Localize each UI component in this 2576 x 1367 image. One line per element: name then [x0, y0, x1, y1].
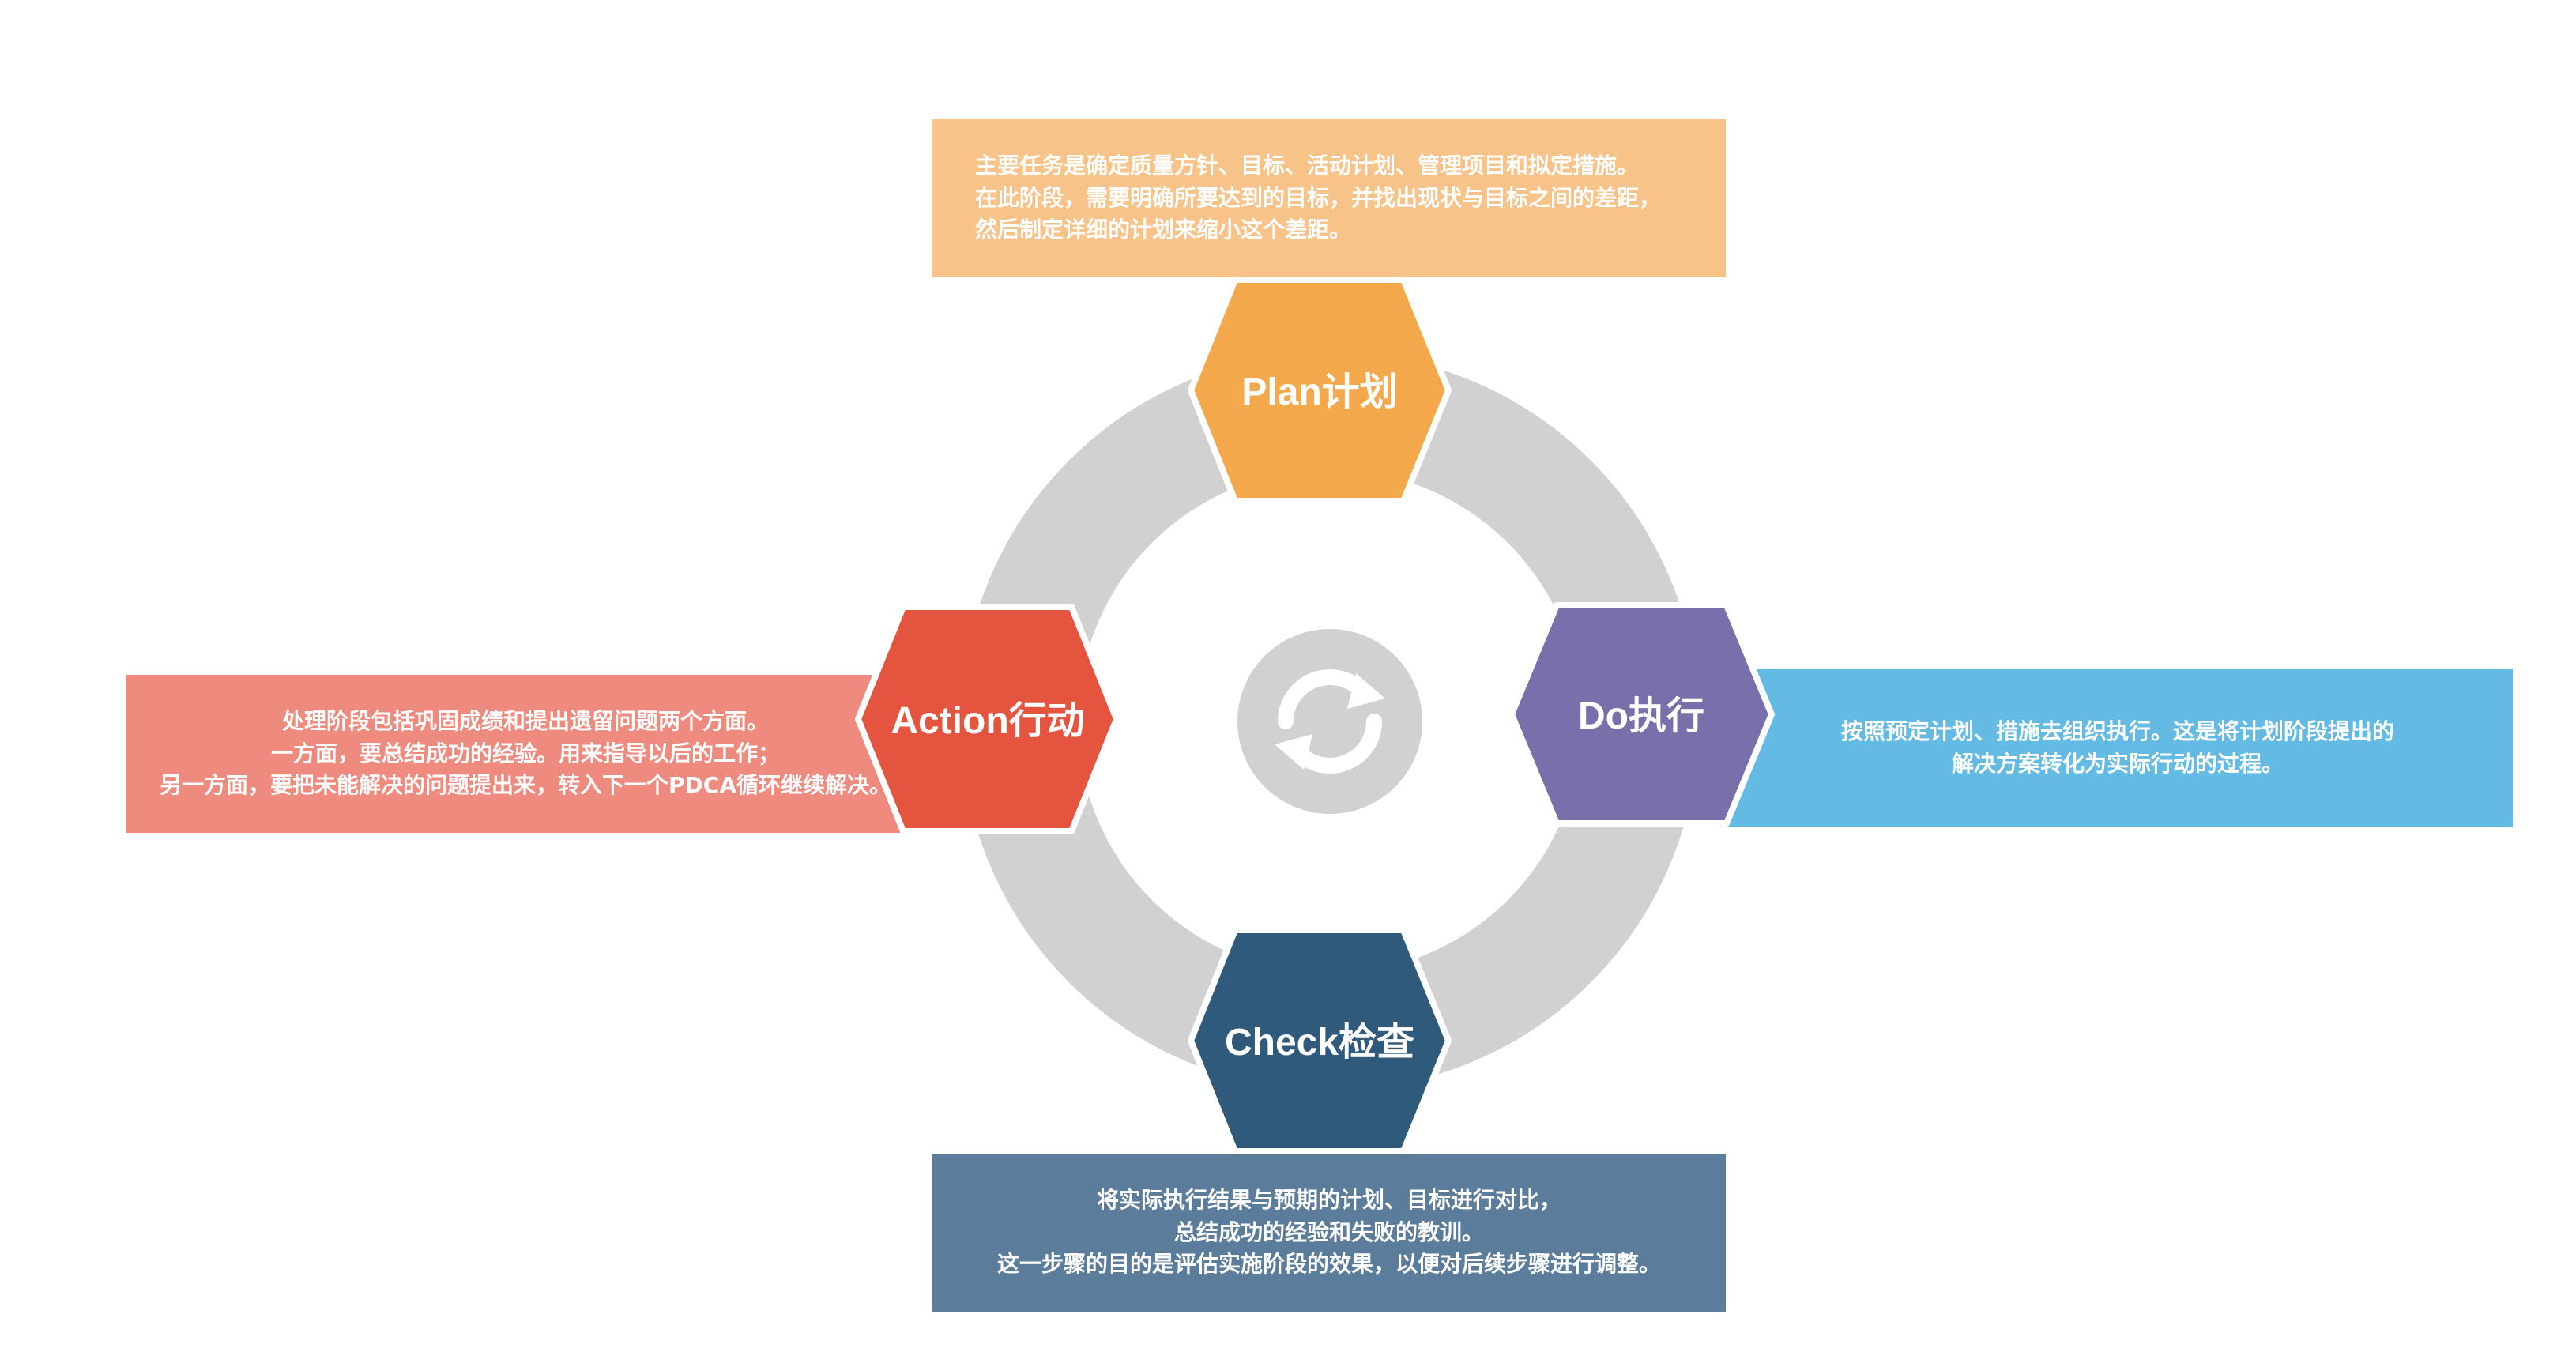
- action-description-line: 处理阶段包括巩固成绩和提出遗留问题两个方面。: [281, 708, 769, 735]
- check-label: Check检查: [1225, 1022, 1414, 1064]
- check-description-line: 将实际执行结果与预期的计划、目标进行对比，: [1096, 1187, 1561, 1214]
- action-description-line: 另一方面，要把未能解决的问题提出来，转入下一个PDCA循环继续解决。: [160, 772, 891, 799]
- do-description-line: 按照预定计划、措施去组织执行。这是将计划阶段提出的: [1840, 718, 2394, 745]
- action-description-line: 一方面，要总结成功的经验。用来指导以后的工作；: [270, 740, 780, 766]
- plan-description-line: 然后制定详细的计划来缩小这个差距。: [975, 217, 1352, 243]
- check-description-box: 将实际执行结果与预期的计划、目标进行对比， 总结成功的经验和失败的教训。 这一步…: [932, 1154, 1726, 1312]
- plan-description-line: 主要任务是确定质量方针、目标、活动计划、管理项目和拟定措施。: [975, 153, 1640, 179]
- plan-label: Plan计划: [1241, 371, 1397, 413]
- check-hexagon: Check检查: [1188, 927, 1452, 1154]
- action-description-box: 处理阶段包括巩固成绩和提出遗留问题两个方面。 一方面，要总结成功的经验。用来指导…: [126, 675, 925, 833]
- do-description-line: 解决方案转化为实际行动的过程。: [1951, 751, 2284, 777]
- do-hexagon: Do执行: [1508, 602, 1775, 827]
- plan-description-line: 在此阶段，需要明确所要达到的目标，并找出现状与目标之间的差距，: [975, 184, 1662, 211]
- plan-hexagon: Plan计划: [1188, 277, 1452, 504]
- refresh-cycle-icon: [1237, 629, 1422, 814]
- action-hexagon: Action行动: [855, 604, 1120, 834]
- check-description-line: 这一步骤的目的是评估实施阶段的效果，以便对后续步骤进行调整。: [996, 1251, 1661, 1278]
- do-label: Do执行: [1578, 695, 1704, 737]
- action-label: Action行动: [891, 700, 1084, 742]
- plan-description-box: 主要任务是确定质量方针、目标、活动计划、管理项目和拟定措施。 在此阶段，需要明确…: [932, 119, 1726, 277]
- check-description-line: 总结成功的经验和失败的教训。: [1173, 1218, 1484, 1245]
- do-description-box: 按照预定计划、措施去组织执行。这是将计划阶段提出的 解决方案转化为实际行动的过程…: [1723, 669, 2513, 827]
